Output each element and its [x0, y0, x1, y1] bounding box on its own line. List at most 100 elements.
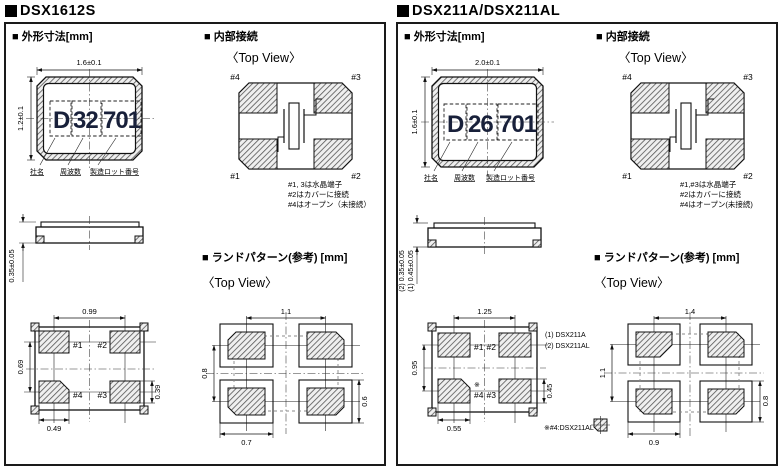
land-pad-4 — [635, 388, 673, 415]
land-pad-4 — [227, 387, 266, 416]
dim-pad-h: 0.39 — [153, 385, 162, 400]
internal-pad-3 — [705, 82, 745, 114]
pin-label-3: #3 — [743, 72, 753, 82]
electrode-pad-2 — [498, 332, 532, 358]
pad-label-4: #4 — [73, 390, 83, 400]
panel-title-dsx1612s: DSX1612S — [5, 2, 96, 20]
land-pad-1 — [227, 331, 266, 360]
outline-heading: ■ 外形寸法[mm] — [404, 29, 485, 43]
land-outline-3 — [699, 380, 753, 423]
land-pad-3 — [707, 388, 745, 415]
panel-dsx1612s: ■ 外形寸法[mm] ■ 内部接続 〈Top View〉 1.6±0.1 1.2… — [4, 22, 386, 466]
outline-heading: ■ 外形寸法[mm] — [12, 29, 93, 43]
internal-note-1: #1,#3は水晶端子 — [680, 179, 737, 189]
top-view-label: 〈Top View〉 — [618, 51, 694, 65]
marking-box-maker — [49, 100, 72, 137]
dim-pad-w: 0.55 — [447, 424, 462, 433]
label-lot: 製造ロット番号 — [486, 173, 535, 182]
land-pad-3 — [306, 387, 345, 416]
land-top-view-label: 〈Top View〉 — [594, 276, 670, 290]
internal-pad-1 — [630, 138, 670, 170]
land-outline-2 — [699, 323, 753, 366]
dim-thickness-1: (1) 0.45±0.05 — [408, 250, 415, 292]
pin-label-1: #1 — [230, 171, 240, 181]
land-heading: ■ ランドパターン(参考) [mm] — [202, 250, 348, 264]
internal-note-1: #1, 3は水晶端子 — [288, 179, 343, 189]
land-pattern-diagram: ■ ランドパターン(参考) [mm] 〈Top View〉 1.1 0.8 — [200, 250, 369, 447]
electrode-pad-1 — [437, 332, 471, 358]
pin-label-1: #1 — [622, 171, 632, 181]
land-outline-3 — [298, 379, 353, 424]
dim-pitch-x: 1.25 — [477, 307, 492, 316]
land-outline-2 — [298, 323, 353, 368]
internal-heading: ■ 内部接続 — [204, 29, 258, 43]
electrode-pad-1 — [38, 330, 70, 354]
marking-box-lot — [497, 103, 539, 141]
electrode-pad-2 — [109, 330, 141, 354]
land-top-view-label: 〈Top View〉 — [202, 276, 278, 290]
land-dim-pad-w: 0.9 — [649, 438, 659, 447]
internal-note-2: #2はカバーに接続 — [680, 189, 741, 199]
land-pad-2 — [707, 331, 745, 358]
land-dim-pad-h: 0.6 — [360, 396, 369, 406]
crystal-symbol — [277, 98, 322, 152]
pin-label-4: #4 — [230, 72, 240, 82]
package-overlay-outline — [639, 333, 740, 413]
land-dim-pad-h: 0.8 — [761, 396, 770, 406]
land-outline-4 — [219, 379, 274, 424]
dim-pitch-y: 0.69 — [16, 360, 25, 375]
label-freq: 周波数 — [454, 173, 475, 182]
land-dim-pitch-x: 1.1 — [281, 307, 291, 316]
variant-note-2: (2) DSX211AL — [545, 343, 590, 350]
panel-dsx211a: ■ 外形寸法[mm] ■ 内部接続 〈Top View〉 2.0±0.1 1.6… — [396, 22, 778, 466]
marking-lot: 701 — [103, 107, 141, 134]
internal-heading: ■ 内部接続 — [596, 29, 650, 43]
land-pad-2 — [306, 331, 345, 360]
marking-lot: 701 — [499, 111, 537, 138]
package-side-view: 0.35±0.05 — [7, 214, 144, 283]
package-top-view: 1.6±0.1 1.2±0.1 D 32 701 社名 周波数 製造ロット番号 — [16, 58, 154, 176]
package-top-view: 2.0±0.1 1.6±0.1 D 26 701 社名 周波数 製造ロット番号 — [410, 58, 554, 182]
pad-label-1: #1 — [73, 340, 83, 350]
pad-4-star-mark: ※ — [474, 382, 480, 389]
marking-box-maker — [443, 103, 467, 141]
marking-maker: D — [53, 107, 70, 134]
marking-freq: 32 — [73, 107, 98, 134]
land-dim-pitch-y: 1.1 — [598, 368, 607, 378]
land-dim-pitch-y: 0.8 — [200, 368, 209, 378]
electrode-pad-3 — [109, 380, 141, 404]
internal-pad-3 — [313, 82, 353, 114]
internal-connection-diagram: #4 #3 #1 #2 #1, 3は水晶端子 #2はカバーに接続 #4はオープン… — [230, 72, 371, 209]
variant-note-1: (1) DSX211A — [545, 332, 586, 339]
dim-width: 2.0±0.1 — [475, 58, 500, 67]
dim-pad-w: 0.49 — [47, 424, 62, 433]
electrode-pad-3 — [498, 378, 532, 404]
marking-freq: 26 — [468, 111, 493, 138]
dim-pitch-y: 0.95 — [410, 361, 419, 376]
internal-pad-4 — [630, 82, 670, 114]
dim-pad-h: 0.45 — [545, 384, 554, 399]
internal-pad-2 — [313, 138, 353, 170]
pad-label-3: #3 — [98, 390, 108, 400]
land-outline-1 — [627, 323, 681, 366]
label-maker: 社名 — [30, 167, 44, 176]
dim-height: 1.6±0.1 — [410, 110, 419, 135]
land-heading: ■ ランドパターン(参考) [mm] — [594, 250, 740, 264]
pin-label-4: #4 — [622, 72, 632, 82]
marking-box-freq — [71, 100, 102, 137]
label-maker: 社名 — [424, 173, 438, 182]
electrode-pad-4 — [38, 380, 70, 404]
pin-label-3: #3 — [351, 72, 361, 82]
dsx211a-drawing: ■ 外形寸法[mm] ■ 内部接続 〈Top View〉 2.0±0.1 1.6… — [399, 29, 770, 447]
panel-title-text: DSX211A/DSX211AL — [412, 3, 561, 19]
bullet-square-icon — [5, 5, 17, 17]
panel-title-dsx211a: DSX211A/DSX211AL — [397, 2, 560, 20]
internal-note-2: #2はカバーに接続 — [288, 189, 349, 199]
pad-label-2: #2 — [98, 340, 108, 350]
star-note: ※#4:DSX211AL — [544, 425, 594, 432]
internal-pad-4 — [238, 82, 278, 114]
pad-label-4: #4 — [474, 390, 484, 400]
land-pad-1 — [635, 331, 673, 358]
land-outline-1 — [219, 323, 274, 368]
pin-label-2: #2 — [743, 171, 753, 181]
